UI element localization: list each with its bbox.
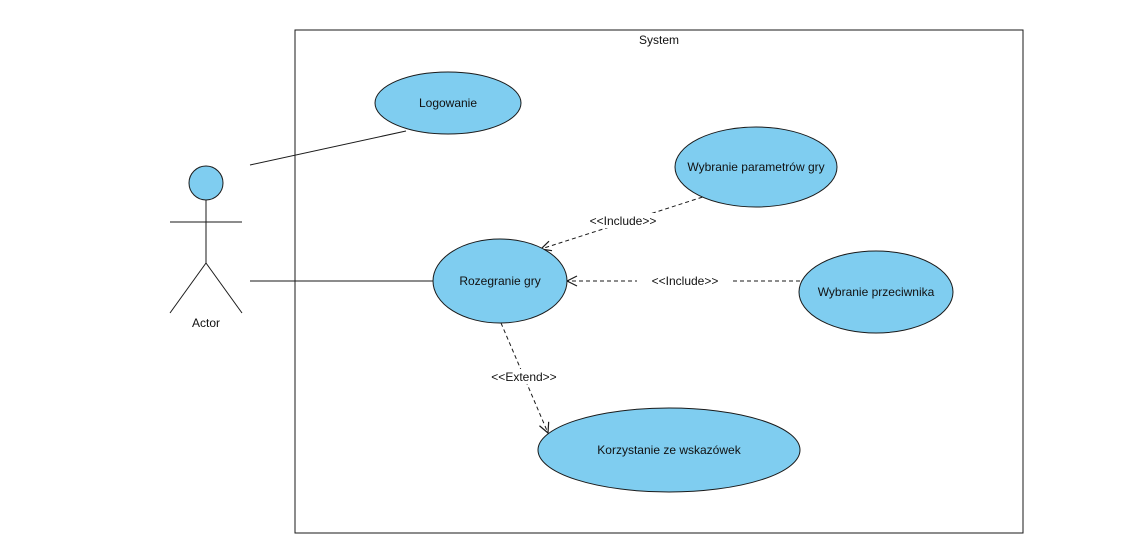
- use-case-rozegranie[interactable]: Rozegranie gry: [432, 238, 568, 324]
- include-label-2: <<Include>>: [652, 274, 719, 288]
- association-logowanie: [249, 130, 407, 166]
- use-case-wybranie-parametrow[interactable]: Wybranie parametrów gry: [674, 126, 838, 208]
- use-case-logowanie-label: Logowanie: [419, 96, 477, 110]
- system-title: System: [639, 33, 679, 47]
- actor[interactable]: Actor: [169, 165, 243, 330]
- use-case-logowanie[interactable]: Logowanie: [374, 71, 522, 135]
- use-case-korzystanie-label: Korzystanie ze wskazówek: [597, 443, 741, 457]
- include-parametry-edge: [541, 194, 710, 249]
- include-label-1: <<Include>>: [590, 214, 657, 228]
- use-case-rozegranie-label: Rozegranie gry: [459, 274, 540, 288]
- use-case-wybranie-przeciwnika[interactable]: Wybranie przeciwnika: [798, 250, 954, 334]
- use-case-korzystanie[interactable]: Korzystanie ze wskazówek: [537, 407, 801, 493]
- actor-label: Actor: [192, 316, 220, 330]
- use-case-wybranie-przeciwnika-label: Wybranie przeciwnika: [818, 285, 935, 299]
- use-case-wybranie-parametrow-label: Wybranie parametrów gry: [687, 160, 824, 174]
- extend-label: <<Extend>>: [491, 370, 556, 384]
- stick-figure-icon: [169, 165, 243, 314]
